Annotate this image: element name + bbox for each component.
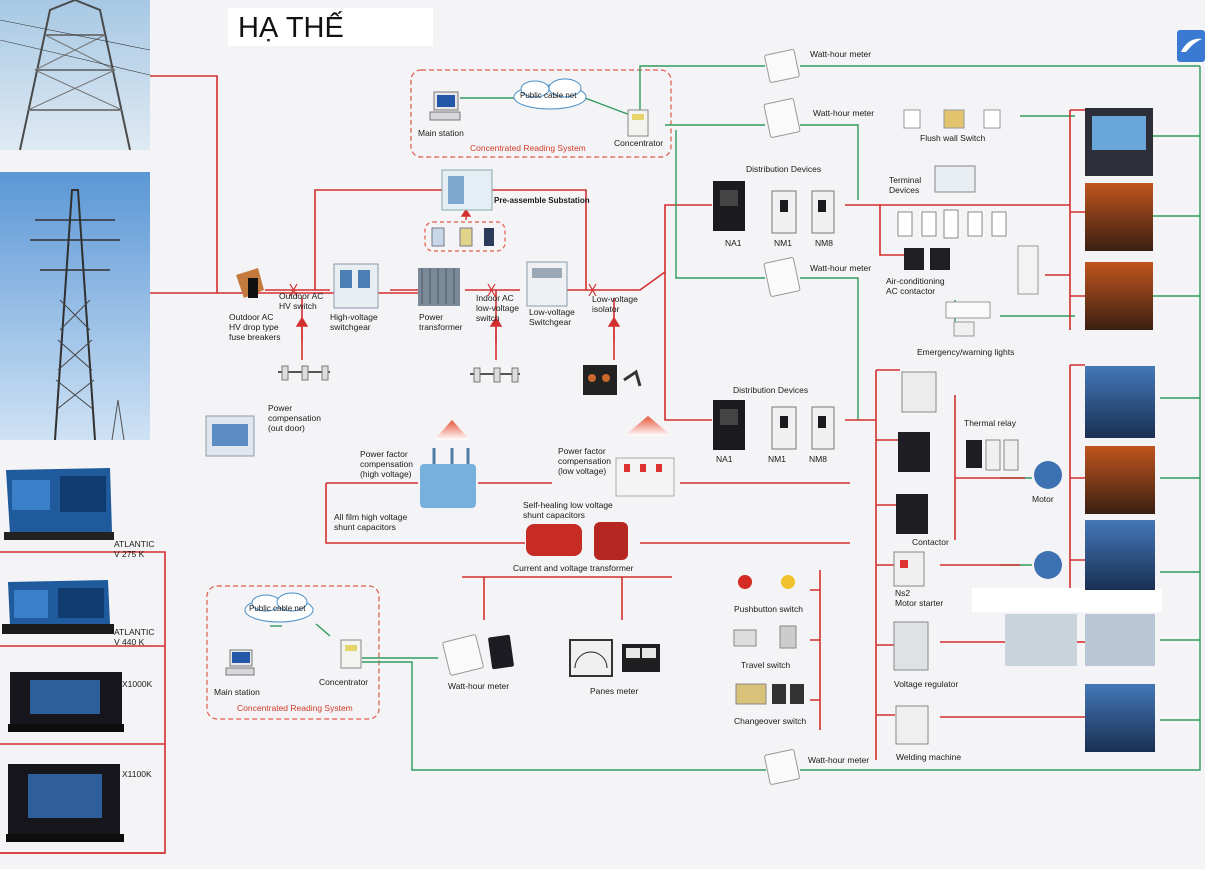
hv-switchgear-label: High-voltage switchgear [330, 312, 378, 332]
voltage-regulator-label: Voltage regulator [894, 679, 959, 689]
main-station-computer-bottom [225, 649, 255, 676]
capacitor-arrow-left [434, 420, 470, 440]
self-healing-label: Self-healing low voltage shunt capacitor… [523, 500, 613, 520]
blank-patch [972, 588, 1162, 612]
cloud-bottom-label: Public cable net [249, 604, 306, 613]
compensation-low-label: Power factor compensation (low voltage) [558, 446, 611, 476]
bird-logo-icon [1177, 30, 1205, 62]
thermal-relay-label: Thermal relay [964, 418, 1016, 428]
distribution-bottom-title: Distribution Devices [733, 385, 809, 395]
insulator-switches [278, 365, 642, 395]
substation-box [424, 221, 506, 252]
watt-hour-meter-icons [442, 49, 801, 785]
reading-box-top [410, 69, 672, 158]
distribution-lines [810, 109, 1085, 760]
pylon-photo-tall [0, 172, 150, 441]
lv-switch-label: Indoor AC low-voltage switch [476, 293, 519, 323]
fuse-label: Outdoor AC HV drop type fuse breakers [229, 312, 281, 342]
meter-lines [270, 65, 1201, 771]
distribution-top-na1: NA1 [725, 238, 742, 248]
distribution-bottom-nm8: NM8 [809, 454, 827, 464]
main-station-top-label: Main station [418, 128, 464, 138]
hv-switch-label: Outdoor AC HV switch [279, 291, 324, 311]
breakers-bottom [713, 400, 835, 450]
title-box: HẠ THẾ [228, 8, 433, 46]
terminal-devices [897, 109, 1039, 337]
concentrator-top-label: Concentrator [614, 138, 664, 148]
capacitor-arrow-right [624, 416, 672, 436]
load-photos [1005, 108, 1155, 752]
generator-images [2, 468, 124, 842]
ct-vt-label: Current and voltage transformer [513, 563, 634, 573]
generator-label-2: ATLANTIC V 440 K [114, 627, 155, 647]
distribution-top-nm1: NM1 [774, 238, 792, 248]
reading-box-bottom [206, 585, 380, 720]
lv-switchgear-label: Low-voltage Switchgear [529, 307, 575, 327]
cloud-bottom [244, 592, 314, 623]
watt-hour-meter-label-3: Watt-hour meter [810, 263, 872, 273]
motor-label: Motor [1032, 494, 1054, 504]
concentrator-bottom-label: Concentrator [319, 677, 369, 687]
changeover-switch-label: Changeover switch [734, 716, 807, 726]
cloud-top-label: Public cable net [520, 91, 577, 100]
watt-hour-meter-label-2: Watt-hour meter [813, 108, 875, 118]
ac-contactor-label: Air-conditioning AC contactor [886, 276, 945, 296]
breakers-top [713, 181, 835, 234]
panes-meter-icons [569, 639, 660, 677]
main-station-computer-top [429, 91, 461, 121]
substation-cabinet [431, 169, 494, 247]
distribution-bottom-nm1: NM1 [768, 454, 786, 464]
transformer-label: Power transformer [419, 312, 463, 332]
cloud-top [513, 78, 587, 110]
reading-system-top-label: Concentrated Reading System [470, 143, 586, 153]
watt-hour-meter-label-4: Watt-hour meter [808, 755, 870, 765]
page-title: HẠ THẾ [238, 12, 344, 44]
substation-label: Pre-assemble Substation [494, 196, 590, 205]
flush-switch-label: Flush wall Switch [920, 133, 986, 143]
terminal-devices-label: Terminal Devices [889, 175, 922, 195]
arrows [295, 208, 621, 342]
switch-marks [289, 283, 597, 297]
travel-switch-label: Travel switch [741, 660, 791, 670]
distribution-top-nm8: NM8 [815, 238, 833, 248]
isolator-label: Low-voltage isolator [592, 294, 638, 314]
capacitor-banks [205, 415, 675, 560]
concentrator-devices [340, 109, 649, 669]
generator-label-1: ATLANTIC V 275 K [114, 539, 155, 559]
film-capacitor-label: All film high voltage shunt capacitors [334, 512, 408, 532]
distribution-bottom-na1: NA1 [716, 454, 733, 464]
panes-meter-label: Panes meter [590, 686, 639, 696]
pylon-photo-top [0, 0, 151, 151]
distribution-top-title: Distribution Devices [746, 164, 822, 174]
compensation-high-label: Power factor compensation (high voltage) [360, 449, 413, 479]
reading-system-bottom-label: Concentrated Reading System [237, 703, 353, 713]
pushbutton-switch-label: Pushbutton switch [734, 604, 803, 614]
left-bus [0, 75, 420, 854]
watt-hour-meter-label-1: Watt-hour meter [810, 49, 872, 59]
welding-machine-label: Welding machine [896, 752, 962, 762]
generator-label-4: X1100K [122, 769, 152, 779]
watt-hour-meter-label-bottom: Watt-hour meter [448, 681, 510, 691]
generator-label-3: X1000K [122, 679, 153, 689]
motor-starter-label: Ns2 Motor starter [895, 588, 944, 608]
hv-equipment [236, 261, 568, 309]
right-side-devices [733, 371, 1062, 745]
emergency-lights-label: Emergency/warning lights [917, 347, 1015, 357]
compensation-outdoor-label: Power compensation (out door) [268, 403, 321, 433]
main-station-bottom-label: Main station [214, 687, 260, 697]
contactor-label: Contactor [912, 537, 949, 547]
